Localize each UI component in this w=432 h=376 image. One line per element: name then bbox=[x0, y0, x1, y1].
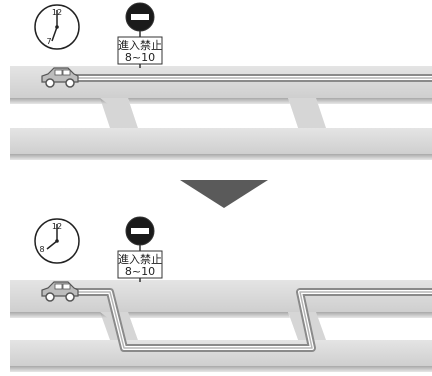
clock-side-number: 7 bbox=[46, 37, 51, 46]
sign-line1: 進入禁止 bbox=[118, 39, 162, 52]
road-network bbox=[10, 66, 432, 160]
road-network bbox=[10, 280, 432, 372]
clock-icon: 12 8 bbox=[34, 218, 80, 264]
no-entry-sign-icon: 進入禁止 8~10 bbox=[117, 2, 163, 68]
car-icon bbox=[41, 281, 79, 302]
route-line bbox=[66, 288, 432, 352]
sign-line2: 8~10 bbox=[125, 51, 155, 64]
car-icon bbox=[41, 67, 79, 88]
clock-icon: 12 7 bbox=[34, 4, 80, 50]
clock-side-number: 8 bbox=[39, 245, 44, 254]
panel-after: 12 8 進入禁止 8~10 bbox=[10, 216, 432, 372]
no-entry-sign-icon: 進入禁止 8~10 bbox=[117, 216, 163, 282]
down-arrow-icon bbox=[180, 180, 268, 208]
sign-line2: 8~10 bbox=[125, 265, 155, 278]
panel-before: 12 7 進入禁止 8~10 bbox=[10, 2, 432, 160]
sign-line1: 進入禁止 bbox=[118, 253, 162, 266]
